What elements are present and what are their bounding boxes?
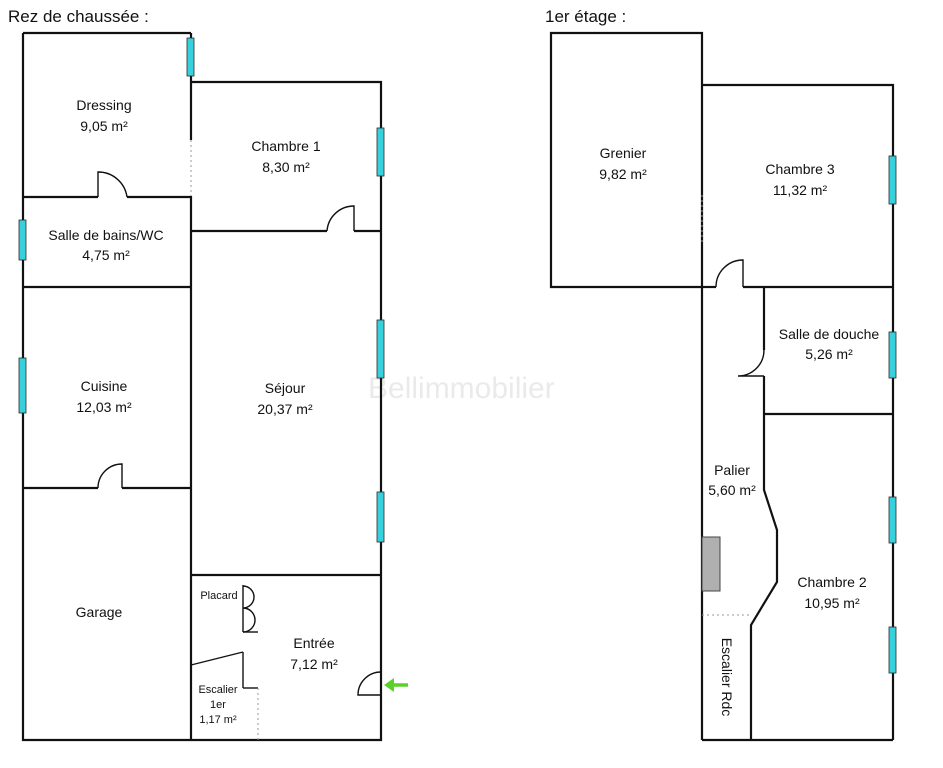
window <box>18 357 27 414</box>
room-area-chambre2: 10,95 m² <box>804 595 860 611</box>
window <box>888 626 897 674</box>
door-chambre1 <box>326 205 355 232</box>
room-area-dressing: 9,05 m² <box>80 118 128 134</box>
room-area-douche: 5,26 m² <box>805 346 853 362</box>
ground-floor-title: Rez de chaussée : <box>8 7 149 26</box>
room-name-entree: Entrée <box>293 635 334 651</box>
door-entree <box>357 671 382 696</box>
first-floor-plan: Grenier 9,82 m² Chambre 3 11,32 m² Salle… <box>549 31 897 742</box>
room-name-grenier: Grenier <box>600 145 647 161</box>
room-name-escalier-rdc: Escalier Rdc <box>719 638 735 717</box>
stair-slope <box>190 651 244 666</box>
ground-floor-plan: Dressing 9,05 m² Chambre 1 8,30 m² Salle… <box>18 31 408 742</box>
window <box>376 491 385 543</box>
room-area-grenier: 9,82 m² <box>599 166 647 182</box>
room-name-placard: Placard <box>200 590 237 602</box>
room-name-chambre2: Chambre 2 <box>797 574 866 590</box>
chambre2-left-wall <box>749 414 779 740</box>
room-name-escalier-level: 1er <box>210 699 226 711</box>
entry-arrow-icon <box>384 678 408 692</box>
door-dressing <box>97 171 128 198</box>
room-name-sejour: Séjour <box>265 380 306 396</box>
door-chambre3 <box>715 259 744 288</box>
window <box>376 127 385 177</box>
room-name-chambre1: Chambre 1 <box>251 138 320 154</box>
room-area-chambre1: 8,30 m² <box>262 159 310 175</box>
room-name-dressing: Dressing <box>76 97 131 113</box>
door-placard <box>242 585 256 633</box>
room-name-cuisine: Cuisine <box>81 378 128 394</box>
room-area-cuisine: 12,03 m² <box>76 399 132 415</box>
room-area-palier: 5,60 m² <box>708 482 756 498</box>
door-douche <box>737 349 765 377</box>
room-name-chambre3: Chambre 3 <box>765 161 834 177</box>
first-floor-title: 1er étage : <box>545 7 626 26</box>
room-name-sdb: Salle de bains/WC <box>48 227 163 243</box>
window <box>376 319 385 379</box>
room-name-garage: Garage <box>76 604 123 620</box>
room-area-entree: 7,12 m² <box>290 656 338 672</box>
window <box>186 37 195 77</box>
watermark-text: Bellimmobilier <box>368 372 555 405</box>
room-name-douche: Salle de douche <box>779 326 880 342</box>
room-name-palier: Palier <box>714 462 750 478</box>
room-name-escalier: Escalier <box>198 684 237 696</box>
window <box>888 331 897 379</box>
stair-block <box>701 536 721 592</box>
window <box>888 155 897 205</box>
window <box>18 219 27 261</box>
room-area-escalier: 1,17 m² <box>199 714 237 726</box>
window <box>888 496 897 544</box>
room-area-sejour: 20,37 m² <box>257 401 313 417</box>
door-cuisine <box>97 463 123 489</box>
room-area-chambre3: 11,32 m² <box>773 182 828 198</box>
ground-outer-walls <box>21 31 383 742</box>
room-area-sdb: 4,75 m² <box>82 247 130 263</box>
